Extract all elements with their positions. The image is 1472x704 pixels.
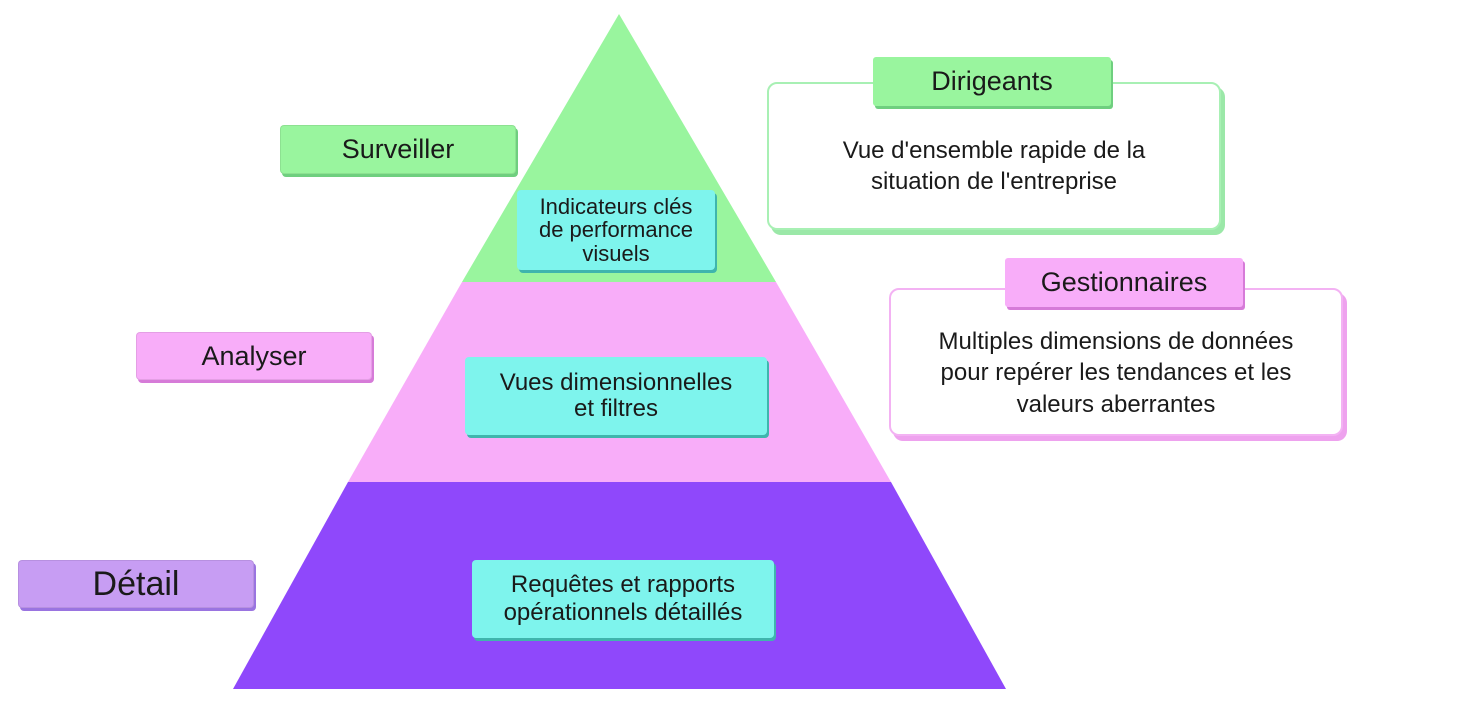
tier-monitor-line-3: visuels — [582, 240, 650, 266]
level-label-detail-text: Détail — [92, 564, 180, 603]
audience-title-managers-text: Gestionnaires — [1040, 267, 1208, 297]
tier-detail-line-2: opérationnels détaillés — [503, 599, 743, 626]
level-label-analyser-text: Analyser — [201, 340, 307, 371]
tier-analyze-line-1: Vues dimensionnelles — [499, 368, 733, 396]
tier-detail-description: Requêtes et rapports opérationnels détai… — [472, 560, 774, 638]
audience-card-managers: Multiples dimensions de données pour rep… — [889, 288, 1343, 436]
executives-desc-line-2: situation de l'entreprise — [870, 168, 1118, 195]
executives-desc-line-1: Vue d'ensemble rapide de la — [842, 136, 1146, 164]
tier-analyze-description: Vues dimensionnelles et filtres — [465, 357, 767, 435]
tier-analyze-line-2: et filtres — [573, 395, 659, 422]
level-label-detail: Détail — [18, 560, 254, 608]
managers-desc-line-3: valeurs aberrantes — [1016, 390, 1216, 418]
managers-desc-line-2: pour repérer les tendances et les — [940, 359, 1292, 387]
level-label-analyser: Analyser — [136, 332, 372, 380]
level-label-surveiller-text: Surveiller — [341, 134, 455, 164]
tier-monitor-description: Indicateurs clés de performance visuels — [517, 190, 715, 270]
tier-monitor-line-1: Indicateurs clés — [539, 194, 693, 220]
tier-monitor-line-2: de performance — [538, 217, 694, 243]
audience-title-managers: Gestionnaires — [1005, 258, 1243, 307]
audience-card-executives: Vue d'ensemble rapide de la situation de… — [767, 82, 1221, 230]
tier-detail-line-1: Requêtes et rapports — [510, 571, 736, 599]
audience-title-executives-text: Dirigeants — [931, 66, 1053, 96]
audience-title-executives: Dirigeants — [873, 57, 1111, 106]
managers-desc-line-1: Multiples dimensions de données — [938, 328, 1294, 356]
level-label-surveiller: Surveiller — [280, 125, 516, 174]
